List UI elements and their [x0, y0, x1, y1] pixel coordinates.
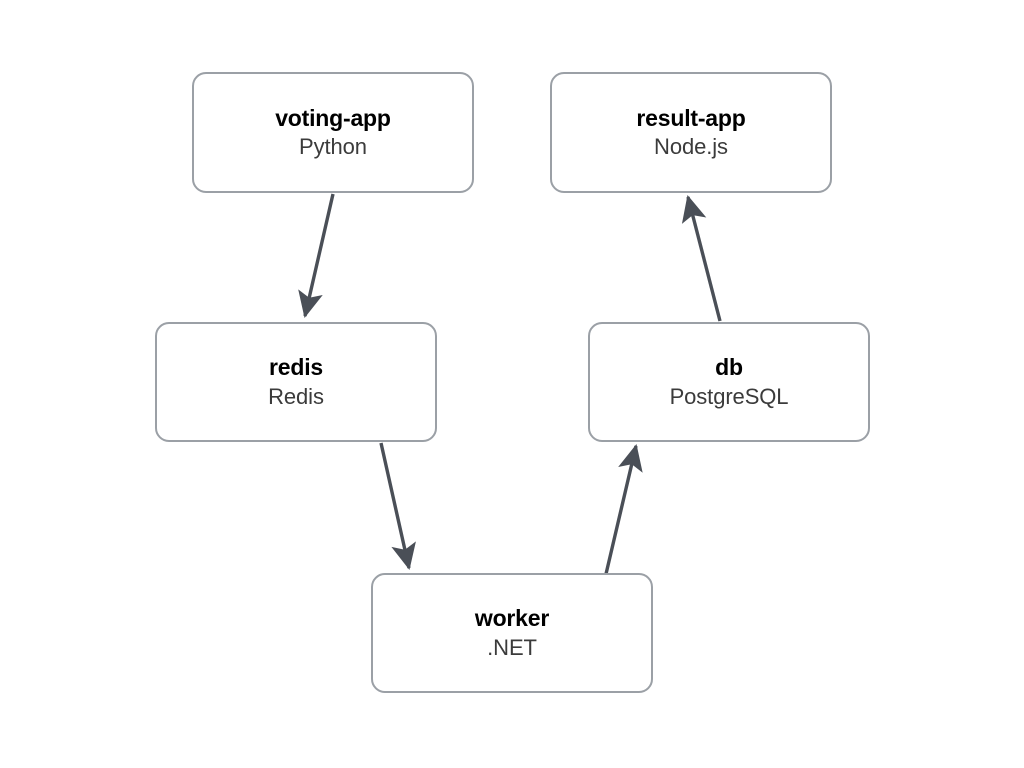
node-title: db [715, 354, 743, 381]
node-voting-app[interactable]: voting-app Python [192, 72, 474, 193]
edge-worker-to-db [604, 444, 643, 575]
node-title: voting-app [275, 104, 391, 131]
node-subtitle: PostgreSQL [669, 383, 789, 409]
node-redis[interactable]: redis Redis [155, 322, 437, 442]
node-subtitle: Python [299, 134, 367, 160]
node-subtitle: Node.js [654, 134, 728, 160]
edge-voting-app-to-redis [298, 193, 335, 318]
node-title: result-app [636, 104, 746, 131]
node-subtitle: .NET [487, 634, 537, 660]
edge-redis-to-worker [379, 442, 416, 570]
node-result-app[interactable]: result-app Node.js [550, 72, 832, 193]
node-title: worker [474, 605, 550, 632]
edge-db-to-result-app [681, 195, 722, 322]
node-db[interactable]: db PostgreSQL [588, 322, 870, 442]
node-title: redis [269, 354, 323, 381]
node-subtitle: Redis [268, 383, 324, 409]
node-worker[interactable]: worker .NET [371, 573, 653, 693]
